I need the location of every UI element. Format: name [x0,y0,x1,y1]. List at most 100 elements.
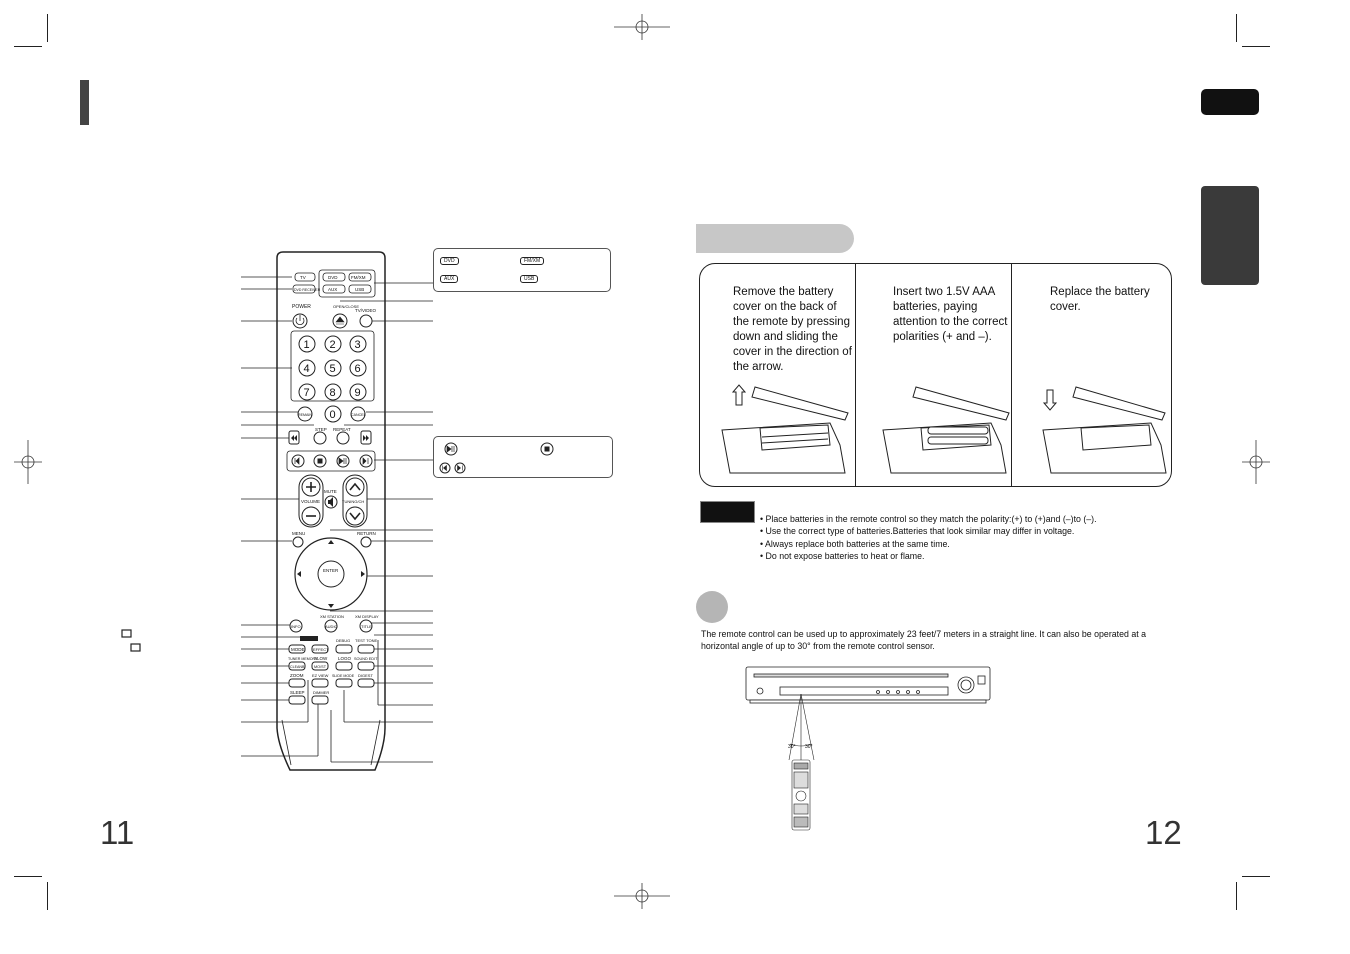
title-button[interactable] [359,619,373,633]
note-item: Do not expose batteries to heat or flame… [760,550,1097,562]
playback-legend-box [433,436,613,478]
return-label: RETURN [357,531,376,536]
dvd-receiver-button[interactable] [292,284,316,294]
tv-video-label: TV/VIDEO [355,308,377,313]
key-4[interactable] [298,359,316,377]
title-label: TITLE [361,624,372,629]
dimmer-button[interactable] [311,695,329,705]
sleep-button[interactable] [288,695,306,705]
tuning-down-button[interactable] [345,506,365,526]
key-2-label: 2 [330,339,336,351]
menu-button[interactable] [292,536,304,548]
key-6-label: 6 [355,363,361,375]
illustration-replace-cover [1042,386,1167,474]
dvd-button[interactable] [322,272,346,282]
effect-button[interactable] [311,644,329,654]
sleep-label: SLEEP [290,690,305,695]
key-7[interactable] [298,383,316,401]
volume-label: VOLUME [301,499,320,504]
page-number-left: 11 [100,814,135,851]
slide-mode-button[interactable] [335,678,353,688]
zoom-button[interactable] [288,678,306,688]
step-button[interactable] [313,431,327,445]
logo-button[interactable] [335,661,353,671]
info-label: INFO [291,624,301,629]
key-1[interactable] [298,335,316,353]
sound-edit-button[interactable] [357,661,375,671]
power-label: POWER [292,304,311,310]
aux-button[interactable] [322,284,346,294]
audio-button[interactable] [324,619,338,633]
arrow-left-icon [297,571,301,577]
cleanb-button[interactable] [288,661,306,671]
cancel-button[interactable] [350,406,366,422]
key-9[interactable] [349,383,367,401]
slow-label: SLOW [314,656,328,661]
small-remote-icon [791,759,811,831]
receiver-unit [745,666,991,704]
note-label-box [700,501,755,523]
right-callout-lines [330,282,433,763]
remote-control-diagram: TV DVD RECEIVER DVD FM/XM AUX USB POWER … [121,251,433,771]
xm-display-label: XM DISPLAY [355,614,379,619]
xm-station-label: XM STATION [320,614,344,619]
digest-label: DIGEST [358,673,373,678]
stop-icon [317,458,323,464]
key-0[interactable] [324,405,342,423]
fmxm-button-label: FM/XM [351,275,366,280]
tv-button[interactable] [294,272,316,282]
repeat-button[interactable] [336,431,350,445]
step-label: STEP [315,427,327,432]
source-legend-box: DVD FM/XM AUX USB [433,248,611,292]
remain-button[interactable] [297,406,313,422]
debug-label: DEBUG [336,638,350,643]
key-8-label: 8 [330,387,336,399]
arrow-up-icon [328,540,334,544]
key-6[interactable] [349,359,367,377]
legend-fmxm: FM/XM [520,257,545,265]
digest-button[interactable] [357,678,375,688]
info-button[interactable] [289,619,303,633]
battery-illustrations [721,384,1167,474]
dvd-receiver-button-label: DVD RECEIVER [294,288,321,292]
step-2-text: Insert two 1.5V AAA batteries, paying at… [893,286,1008,343]
section-bullet-circle [696,591,728,623]
angle-left-label: 30° [788,744,796,750]
test-tone-button[interactable] [357,644,375,654]
tuning-ch-label: TUNING/CH [342,499,364,504]
open-close-label: OPEN/CLOSE [333,304,359,309]
enter-button[interactable] [317,560,345,588]
key-5[interactable] [324,359,342,377]
step-1-text: Remove the battery cover on the back of … [733,286,852,373]
number-pad: 1 2 3 4 5 6 7 8 9 0 [298,335,367,423]
tv-video-button[interactable] [359,314,373,328]
mode-button[interactable] [288,644,306,654]
key-3[interactable] [349,335,367,353]
cancel-button-label: CANCEL [351,413,366,417]
legend-dvd: DVD [440,257,459,265]
ez-view-button[interactable] [311,678,329,688]
angle-right-label: 30° [805,744,813,750]
mo-st-button[interactable] [311,661,329,671]
tuning-up-button[interactable] [345,477,365,497]
illustration-insert-batteries [882,386,1010,474]
return-button[interactable] [360,536,372,548]
debug-button[interactable] [335,644,353,654]
transport-frame [286,450,376,472]
side-section-tab [1201,186,1259,285]
key-2[interactable] [324,335,342,353]
fast-forward-icon [363,435,369,441]
note-item: Use the correct type of batteries.Batter… [760,525,1097,537]
usb-button[interactable] [348,284,372,294]
usb-button-label: USB [355,287,364,292]
skip-forward-icon [362,457,369,465]
aux-button-label: AUX [328,287,337,292]
effect-label: EFFECT [313,647,329,652]
fmxm-button[interactable] [348,272,372,282]
arrow-up-icon [731,384,747,406]
key-8[interactable] [324,383,342,401]
battery-steps-panel [699,263,1172,487]
cleanb-label: CLEANB [290,665,305,669]
mo-st-label: MO/ST [314,665,327,669]
